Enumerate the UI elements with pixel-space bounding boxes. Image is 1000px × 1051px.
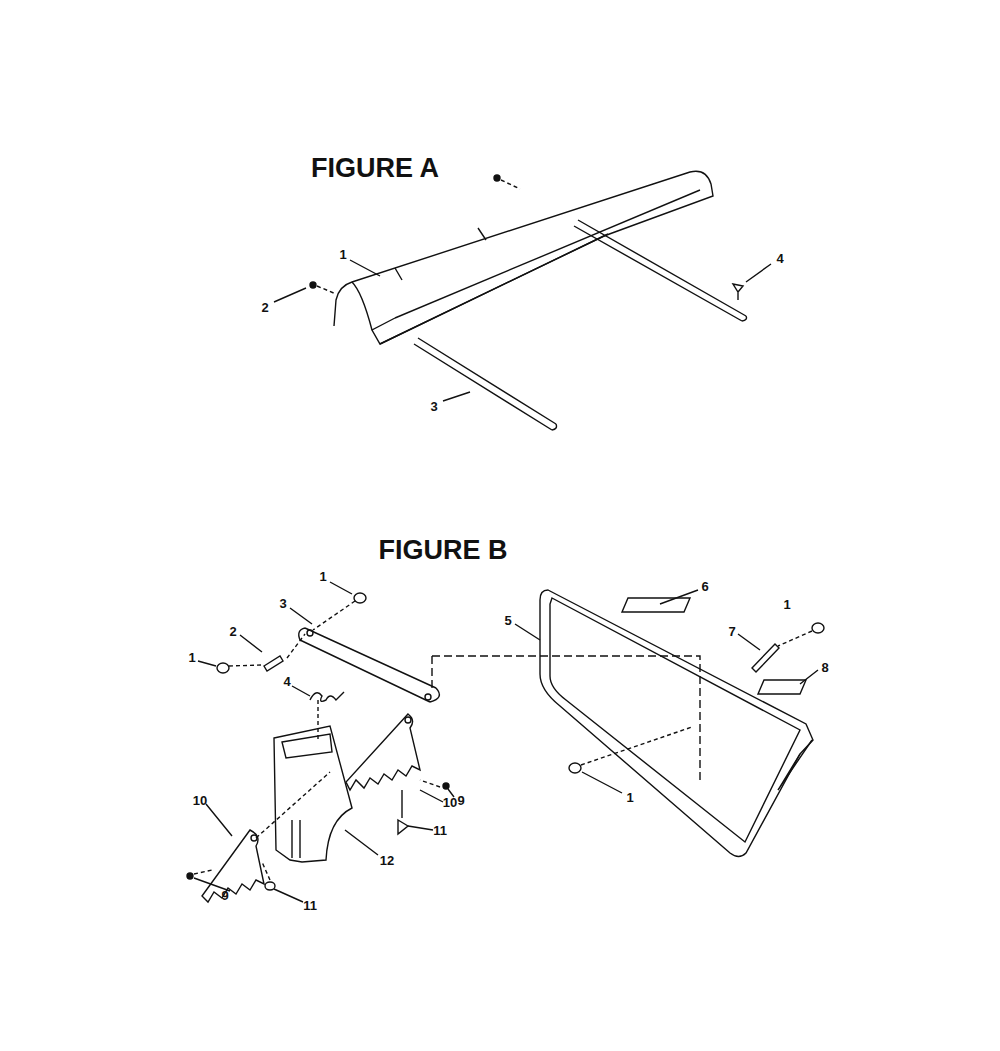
figure-title: FIGURE B	[378, 537, 507, 564]
callout-number: 11	[433, 824, 447, 837]
figure-a-drawing	[274, 171, 771, 430]
callout-number: 1	[188, 651, 195, 664]
callout-number: 2	[261, 301, 268, 314]
callout-number: 4	[283, 675, 290, 688]
callout-number: 10	[443, 796, 457, 809]
callout-number: 5	[504, 614, 511, 627]
callout-number: 6	[701, 580, 708, 593]
callout-number: 7	[728, 625, 735, 638]
callout-number: 2	[229, 625, 236, 638]
callout-number: 9	[221, 889, 228, 902]
callout-number: 3	[430, 400, 437, 413]
callout-number: 4	[776, 252, 783, 265]
figure-b-drawing	[187, 582, 824, 902]
callout-number: 1	[319, 570, 326, 583]
callout-number: 8	[821, 661, 828, 674]
callout-number: 12	[380, 854, 394, 867]
callout-number: 1	[783, 598, 790, 611]
callout-number: 1	[626, 791, 633, 804]
figure-title: FIGURE A	[311, 155, 439, 182]
callout-number: 1	[339, 248, 346, 261]
callout-number: 3	[279, 597, 286, 610]
callout-number: 10	[193, 794, 207, 807]
callout-number: 9	[457, 794, 464, 807]
callout-number: 11	[303, 899, 317, 912]
